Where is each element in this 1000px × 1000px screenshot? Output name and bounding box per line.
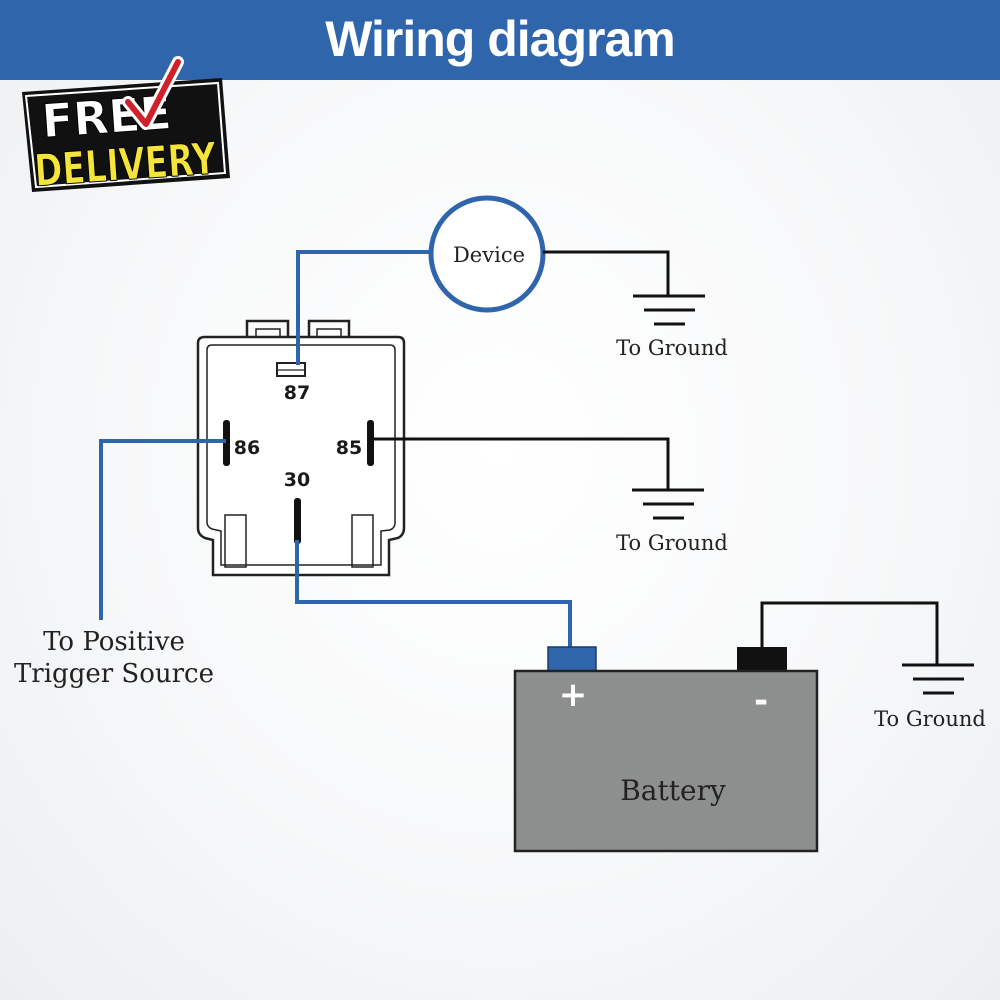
battery-plus-sign: + [559,675,588,715]
pin-30-terminal [294,498,301,544]
battery-minus-sign: - [754,681,768,721]
battery-body [513,669,819,853]
device-circle [428,195,546,313]
wire-86-to-trigger [99,439,226,620]
ground-label-battery: To Ground [874,707,986,731]
ground-icon-battery [902,663,974,695]
wire-87-to-device [296,250,430,365]
ground-icon-pin85 [632,488,704,520]
check-mark-icon [125,59,181,127]
header-bar: Wiring diagram [0,0,1000,80]
free-delivery-badge: FREE DELIVERY [22,56,230,197]
battery-negative-terminal [737,647,787,672]
ground-icon-device [633,294,705,326]
ground-label-device: To Ground [616,336,728,360]
ground-label-pin85: To Ground [616,531,728,555]
page-title: Wiring diagram [325,11,675,67]
wire-battery-to-ground [760,601,939,665]
pin-86-terminal [223,420,230,466]
wire-85-to-ground [374,437,670,490]
pin-86-label: 86 [234,437,260,459]
trigger-label-line2: Trigger Source [14,659,214,689]
pin-30-label: 30 [284,469,310,491]
pin-85-terminal [367,420,374,466]
pin-85-label: 85 [336,437,362,459]
battery-positive-terminal [547,646,597,673]
relay: 87 86 85 30 [196,319,406,577]
device-label: Device [453,243,525,267]
battery-label: Battery [620,774,726,807]
pin-87-label: 87 [284,382,310,404]
wire-30-to-battery [295,540,572,648]
wire-device-to-ground [543,250,670,296]
battery: + - Battery [513,646,819,853]
trigger-label-line1: To Positive [43,627,185,657]
device: Device [428,195,546,313]
